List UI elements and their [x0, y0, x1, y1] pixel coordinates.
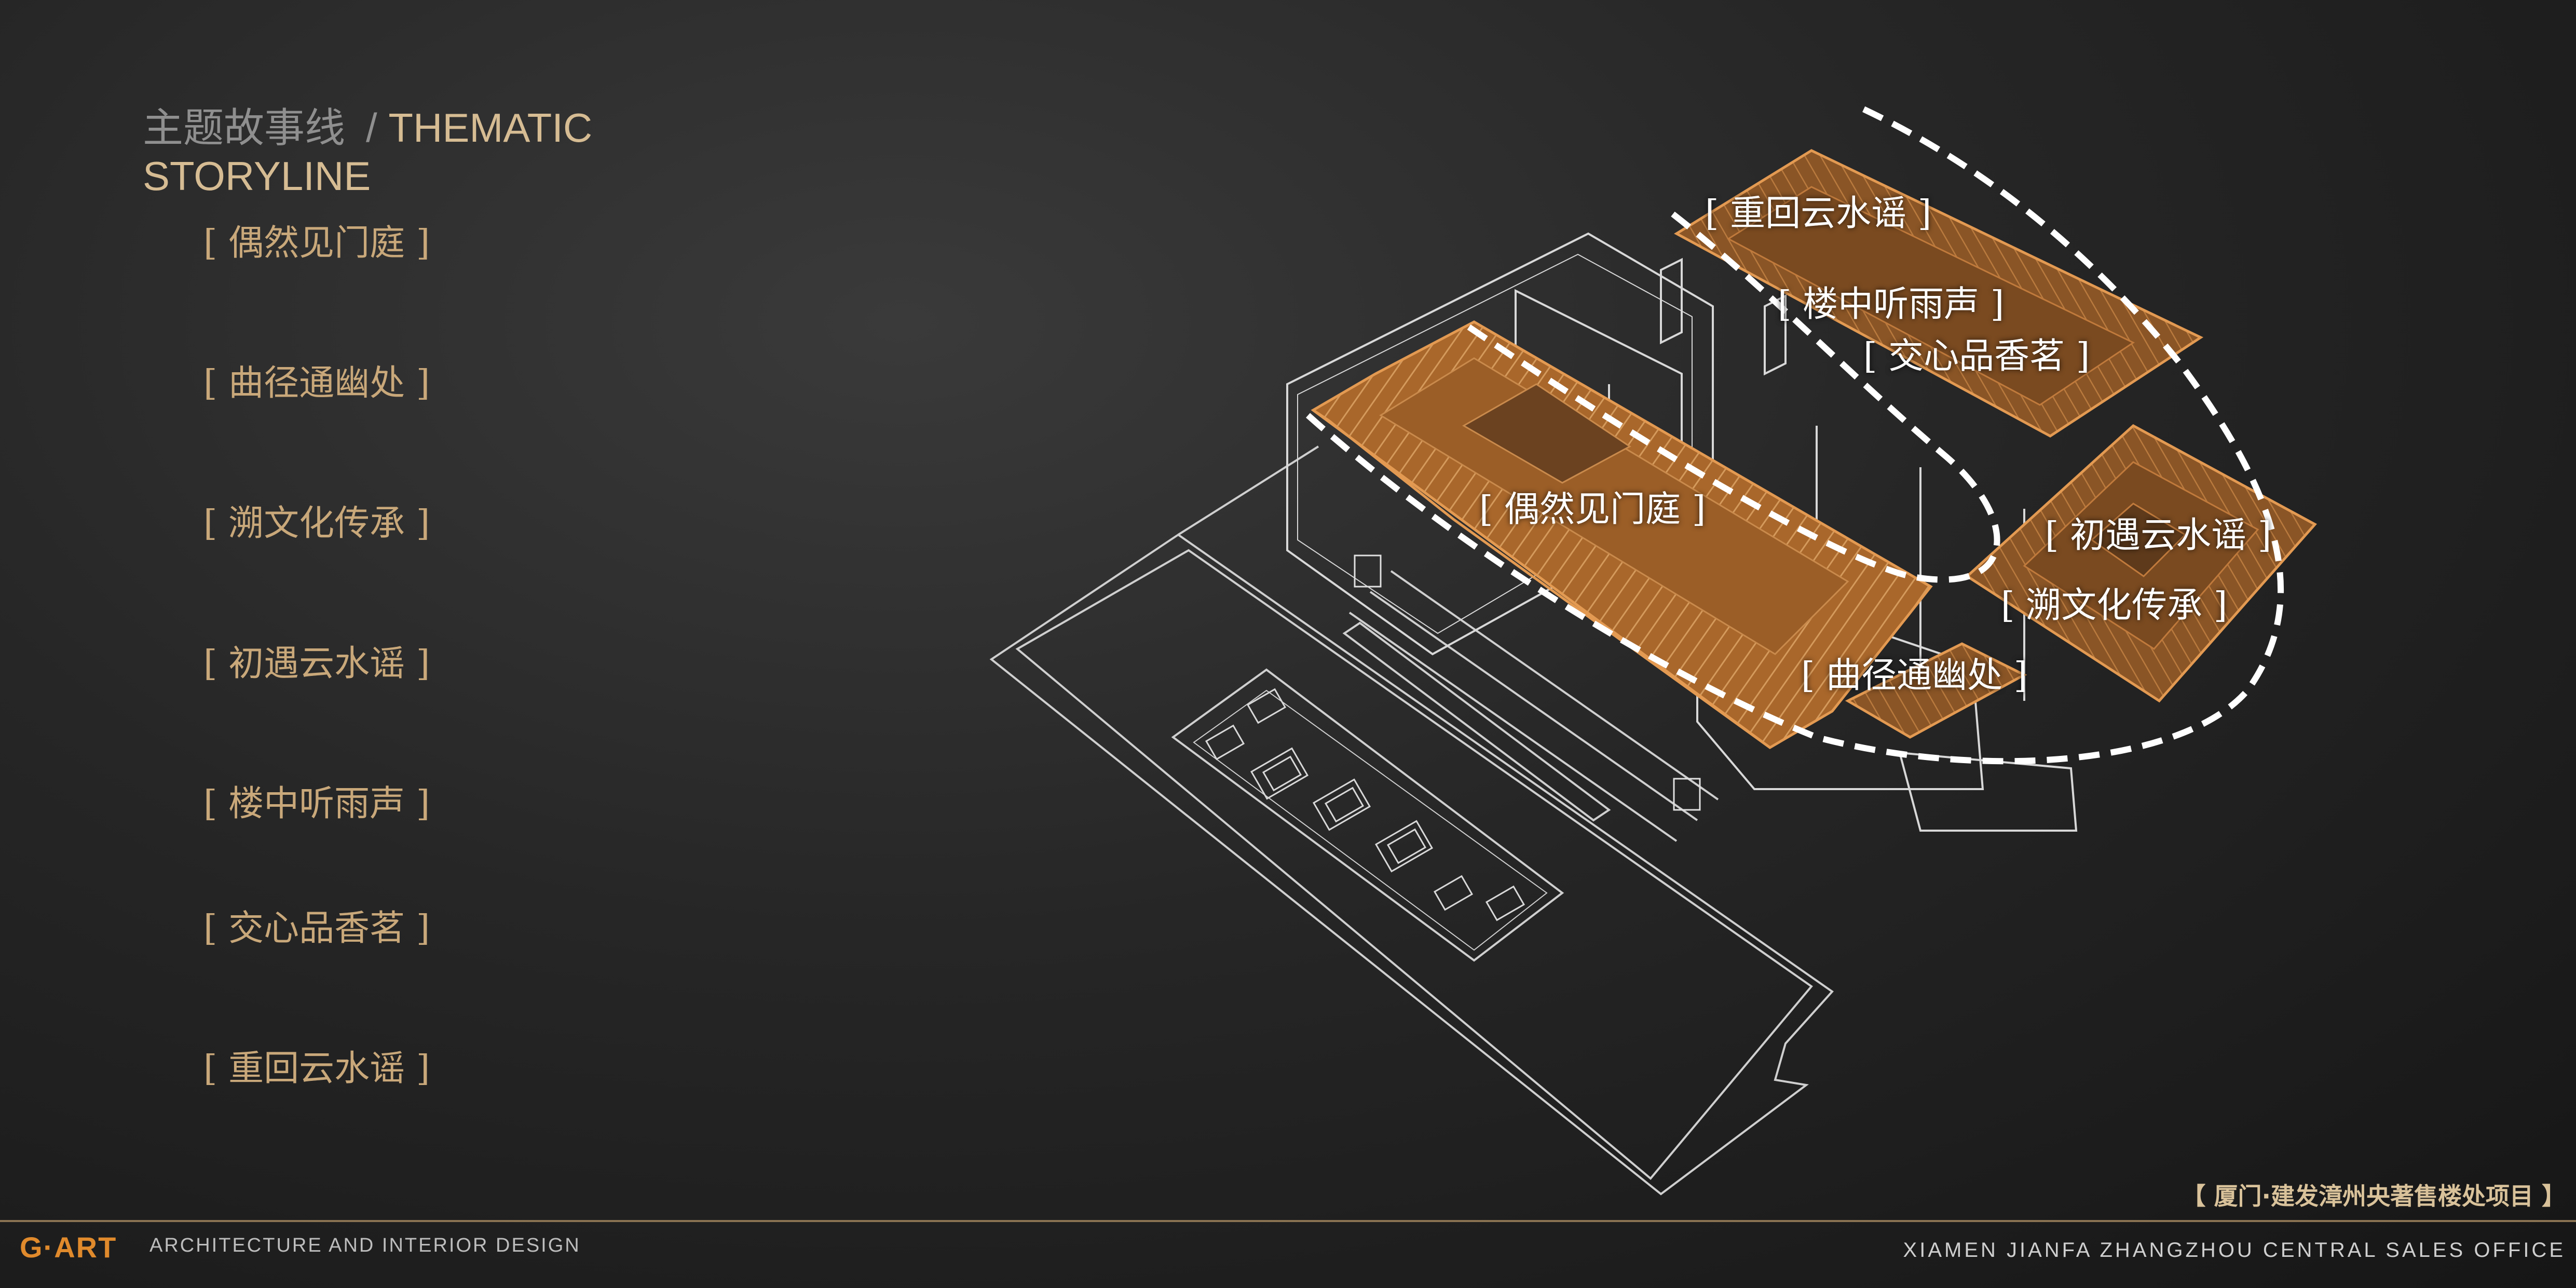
storyline-item-7: [ 重回云水谣 ]: [203, 1048, 430, 1089]
gart-logo: G·ART: [20, 1231, 117, 1264]
callout-chuyu-yunshuiyao: [ 初遇云水谣 ]: [2045, 515, 2272, 556]
dashed-route: [1306, 106, 2284, 765]
dashed-route-inner: [1467, 210, 2000, 583]
callout-chonghui-yunshuiyao: [ 重回云水谣 ]: [1705, 193, 1932, 234]
lion-statues: [1354, 554, 1701, 811]
roof-north: [1674, 149, 2204, 438]
storyline-item-5: [ 楼中听雨声 ]: [203, 783, 430, 824]
callout-qujing-tongyouchu: [ 曲径通幽处 ]: [1801, 655, 2028, 696]
project-subtitle-english: XIAMEN JIANFA ZHANGZHOU CENTRAL SALES OF…: [1903, 1239, 2566, 1262]
roof-front: [1311, 320, 1933, 749]
roof-south: [1845, 642, 2027, 739]
footer-divider: [0, 1220, 2576, 1222]
callout-ouran-jianmenting: [ 偶然见门庭 ]: [1479, 489, 1706, 530]
storyline-item-1: [ 偶然见门庭 ]: [203, 223, 430, 264]
meander-tiles: [1205, 688, 1525, 921]
storyline-item-4: [ 初遇云水谣 ]: [203, 643, 430, 684]
site-outline: [989, 445, 1834, 1196]
title-chinese: 主题故事线: [143, 105, 346, 152]
storyline-item-6: [ 交心品香茗 ]: [203, 908, 430, 949]
page-title: 主题故事线 / THEMATIC STORYLINE: [143, 104, 610, 200]
callout-louzhong-tingyusheng: [ 楼中听雨声 ]: [1778, 284, 2005, 325]
callout-jiaoxin-pinxiangming: [ 交心品香茗 ]: [1863, 336, 2090, 377]
roof-east: [1965, 424, 2317, 703]
storyline-item-2: [ 曲径通幽处 ]: [203, 363, 430, 404]
project-title: 【 厦门·建发漳州央著售楼处项目 】: [2182, 1182, 2566, 1210]
company-tagline: ARCHITECTURE AND INTERIOR DESIGN: [149, 1235, 581, 1256]
title-slash: /: [366, 105, 377, 151]
callout-su-wenhua-chuancheng: [ 溯文化传承 ]: [2001, 585, 2228, 626]
storyline-item-3: [ 溯文化传承 ]: [203, 503, 430, 544]
title-english: THEMATIC STORYLINE: [143, 105, 593, 199]
